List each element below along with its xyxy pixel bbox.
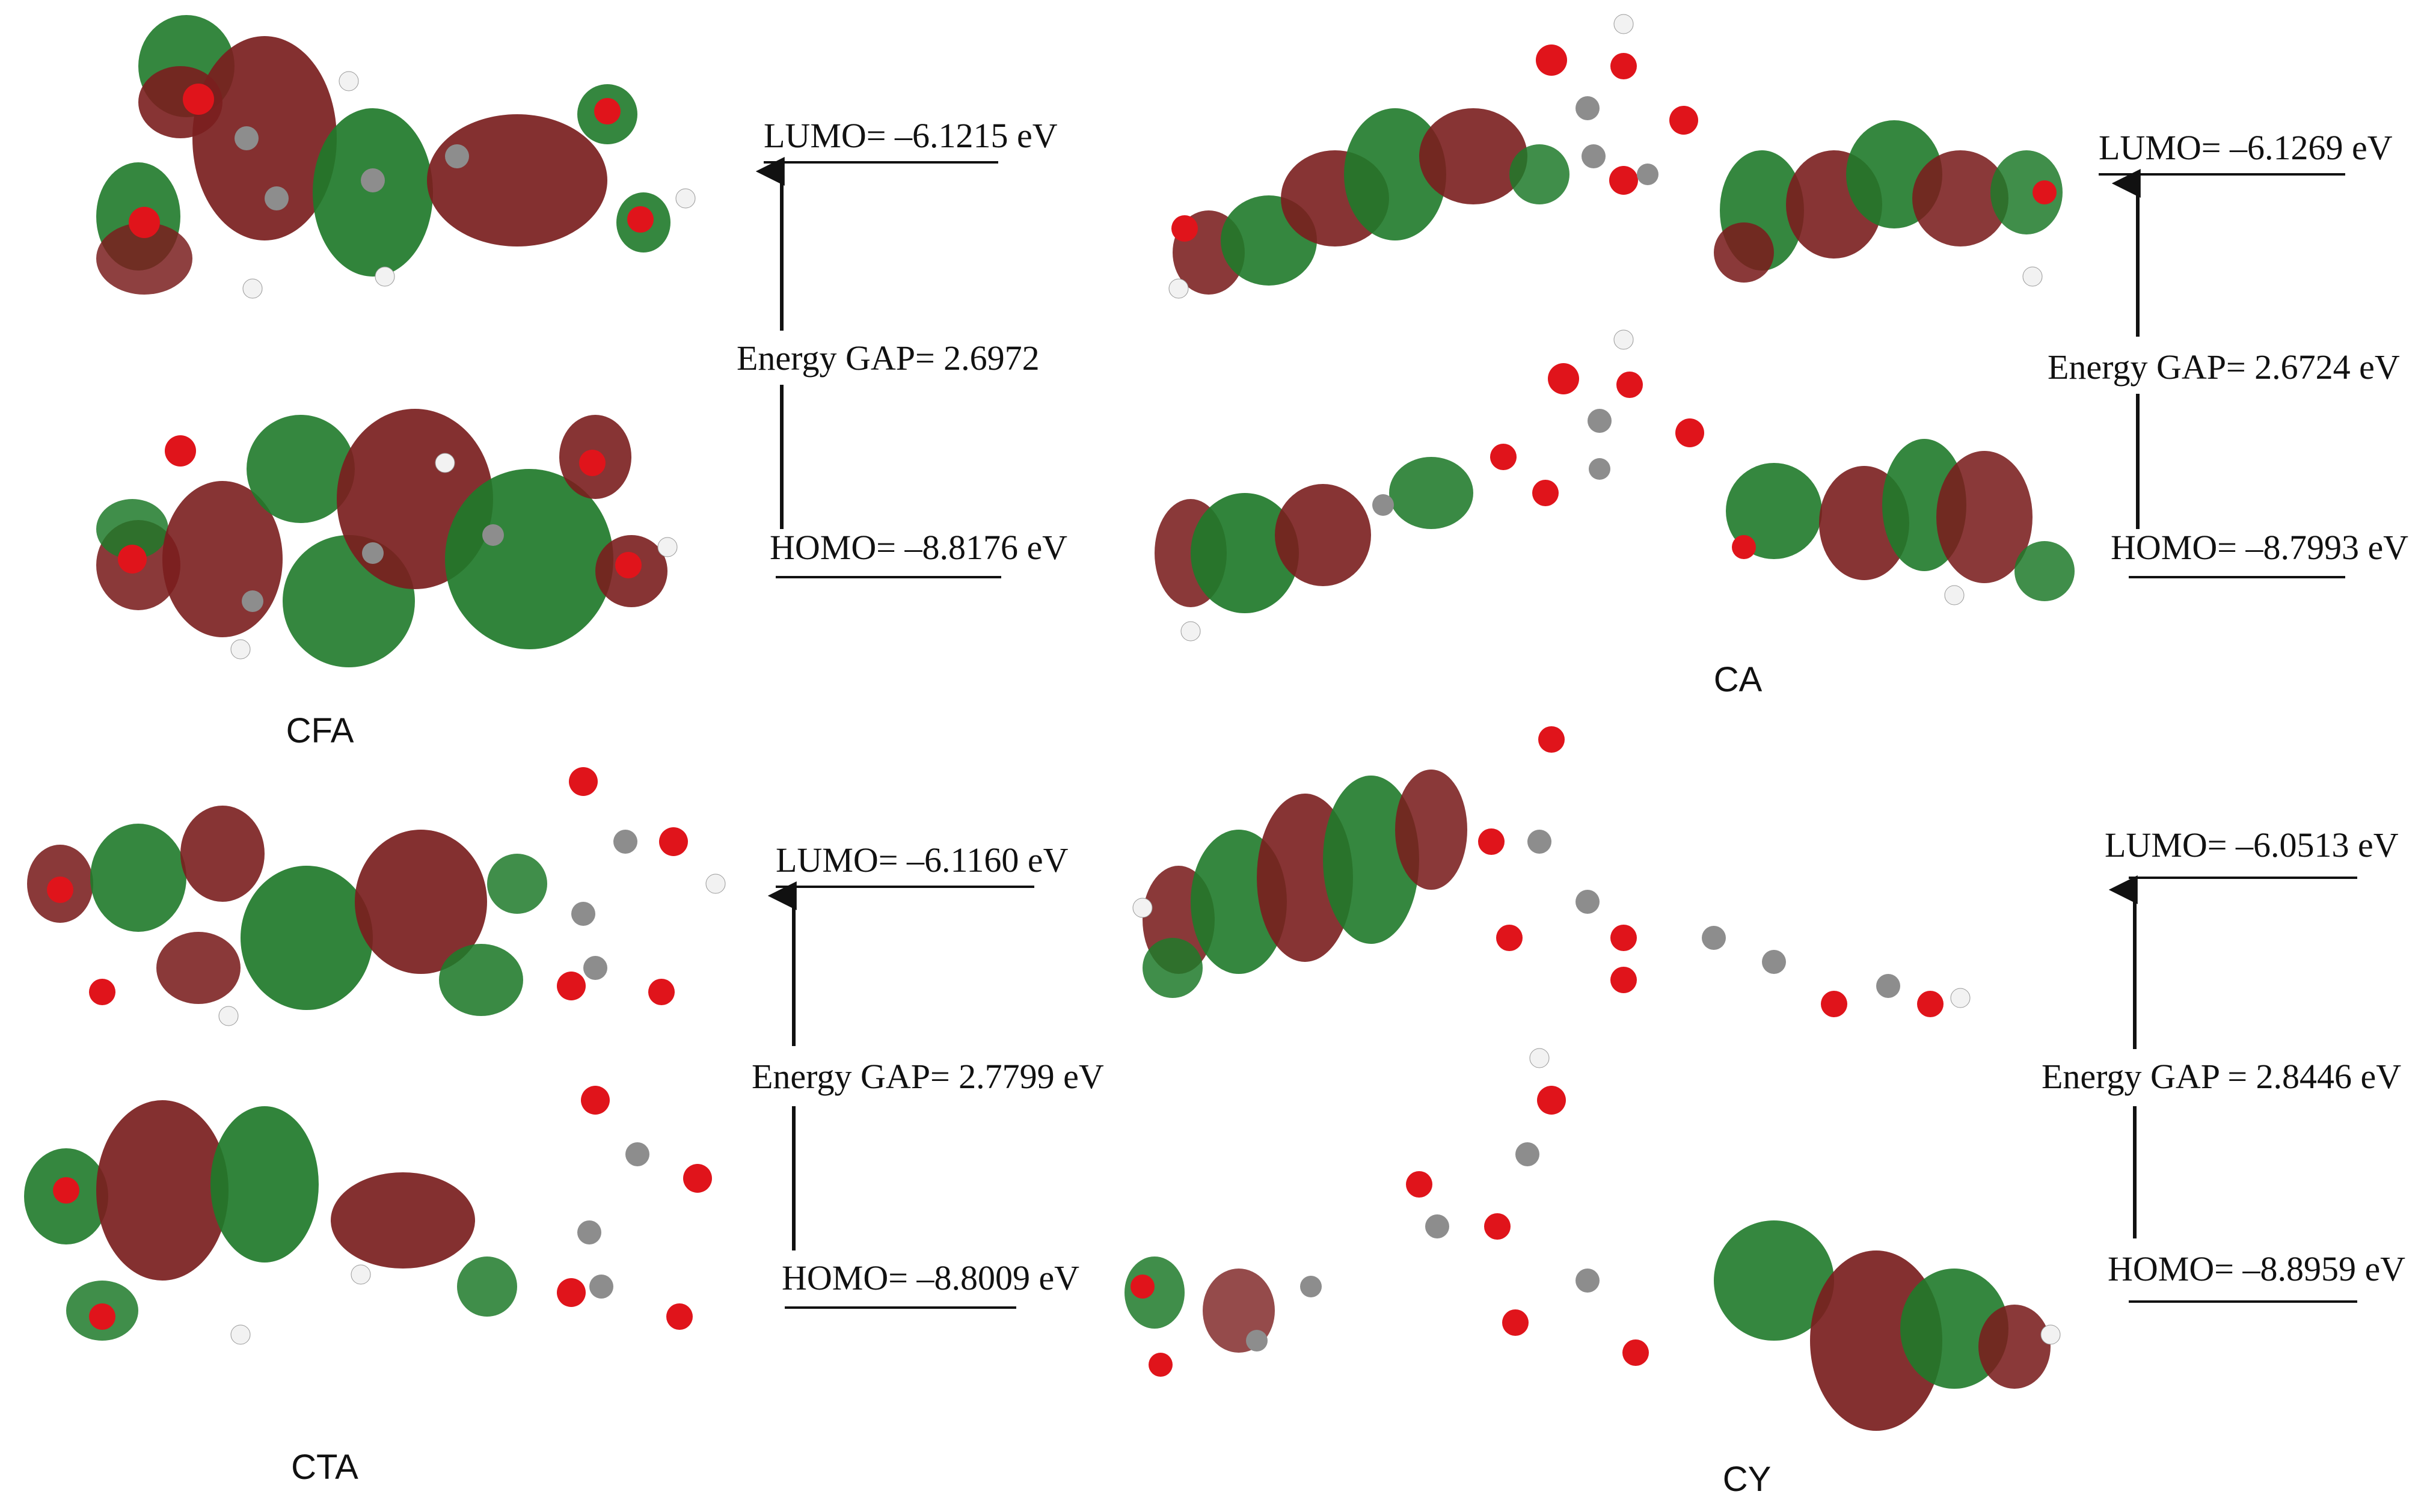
cta-gap-label: Energy GAP= 2.7799 eV (752, 1057, 1104, 1096)
cta-homo-label: HOMO= –8.8009 eV (782, 1258, 1079, 1297)
cfa-lumo-orbital (96, 15, 696, 299)
ca-energy-diagram: LUMO= –6.1269 eV Energy GAP= 2.6724 eV H… (2048, 128, 2408, 578)
ca-homo-orbital (1155, 329, 2075, 641)
cta-caption: CTA (291, 1448, 358, 1487)
ca-lumo-label: LUMO= –6.1269 eV (2099, 128, 2393, 167)
ca-lumo-orbital (1168, 14, 2063, 299)
cy-homo-orbital (1124, 1048, 2061, 1431)
cta-lumo-label: LUMO= –6.1160 eV (776, 840, 1069, 880)
cy-caption: CY (1723, 1460, 1772, 1499)
ca-caption: CA (1714, 660, 1763, 699)
cta-energy-diagram: LUMO= –6.1160 eV Energy GAP= 2.7799 eV H… (752, 840, 1104, 1309)
ca-homo-label: HOMO= –8.7993 eV (2111, 528, 2408, 567)
cfa-gap-label: Energy GAP= 2.6972 (737, 338, 1040, 378)
cy-energy-diagram: LUMO= –6.0513 eV Energy GAP = 2.8446 eV … (2042, 825, 2405, 1303)
cy-gap-label: Energy GAP = 2.8446 eV (2042, 1057, 2401, 1096)
cfa-caption: CFA (286, 711, 354, 750)
cfa-homo-orbital (96, 409, 678, 667)
cfa-lumo-label: LUMO= –6.1215 eV (764, 116, 1058, 155)
cy-lumo-orbital (1132, 726, 1971, 1017)
cy-homo-label: HOMO= –8.8959 eV (2108, 1249, 2405, 1288)
cfa-energy-diagram: LUMO= –6.1215 eV Energy GAP= 2.6972 HOMO… (737, 116, 1067, 578)
ca-gap-label: Energy GAP= 2.6724 eV (2048, 347, 2400, 387)
cfa-homo-label: HOMO= –8.8176 eV (770, 528, 1067, 567)
cta-homo-orbital (24, 1086, 712, 1345)
cy-lumo-label: LUMO= –6.0513 eV (2105, 825, 2399, 865)
cta-lumo-orbital (27, 767, 726, 1026)
